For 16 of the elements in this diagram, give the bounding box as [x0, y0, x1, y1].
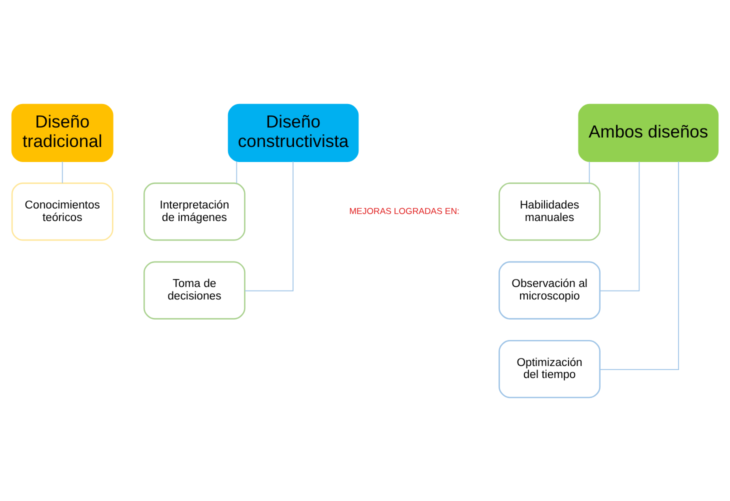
node-box: Toma de decisiones	[144, 260, 246, 319]
connector	[244, 160, 294, 291]
node-box: Observación al microscopio	[498, 260, 600, 319]
node-box: Diseño constructivista	[228, 103, 359, 162]
connector	[236, 160, 238, 184]
node-box: Diseño tradicional	[11, 103, 114, 162]
node-box: Ambos diseños	[578, 103, 719, 162]
node-box: Conocimientos teóricos	[11, 182, 114, 240]
node-box: Interpretación de imágenes	[144, 182, 246, 240]
node-box: Optimización del tiempo	[498, 340, 600, 398]
label: MEJORAS LOGRADAS EN:	[349, 205, 460, 216]
connector	[588, 160, 590, 184]
connector	[600, 160, 679, 370]
connector	[599, 160, 640, 291]
node-box: Habilidades manuales	[498, 182, 600, 240]
connector	[62, 160, 63, 184]
